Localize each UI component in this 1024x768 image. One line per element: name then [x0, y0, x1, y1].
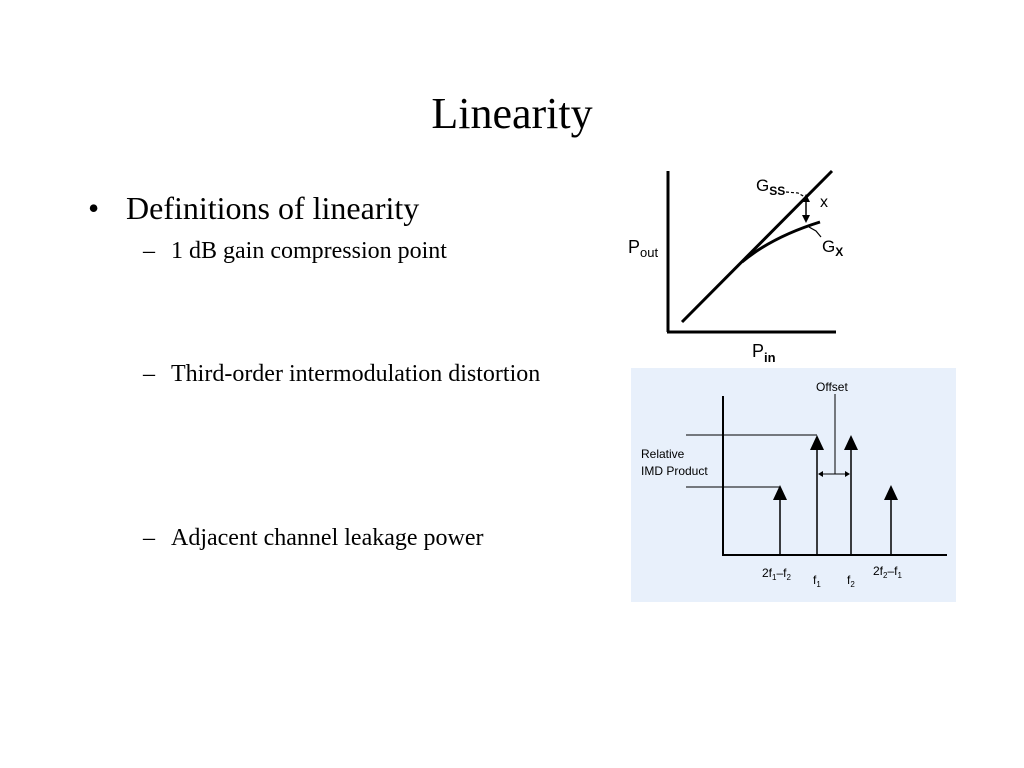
gain-compression-diagram: GSS x GX Pout Pin	[628, 169, 843, 365]
tick-f1: f1	[813, 573, 821, 589]
x-axis-label: Pin	[752, 341, 776, 365]
imd-low-arrow	[773, 485, 787, 500]
x-arrow-head-up	[802, 194, 810, 202]
tick-2f1-f2: 2f1–f2	[762, 566, 791, 582]
gss-label: GSS	[756, 176, 785, 198]
f1-arrow	[810, 435, 824, 450]
tick-f2: f2	[847, 573, 855, 589]
bullet-definitions: • Definitions of linearity	[88, 188, 419, 228]
sub-bullet-text: 1 dB gain compression point	[171, 238, 447, 264]
sub-bullet-text: Third-order intermodulation distortion	[171, 361, 541, 387]
offset-label: Offset	[816, 380, 848, 394]
bullet-marker: •	[88, 190, 100, 226]
sub-bullet-marker: –	[143, 238, 155, 264]
relative-label-line1: Relative	[641, 447, 685, 461]
tick-2f2-f1: 2f2–f1	[873, 564, 902, 580]
x-arrow-head-down	[802, 215, 810, 223]
bullet-text: Definitions of linearity	[126, 190, 420, 226]
sub-bullet-aclp: –Adjacent channel leakage power	[143, 523, 484, 553]
x-delta-label: x	[820, 194, 828, 211]
f2-arrow	[844, 435, 858, 450]
imd-high-arrow	[884, 485, 898, 500]
offset-arrow-right	[845, 471, 850, 477]
slide-title: Linearity	[431, 89, 593, 138]
gx-leader	[808, 226, 822, 238]
imd-spectrum-figure: Offset Relative IMD Product 2f1–f2 f1 f2…	[631, 368, 956, 602]
imd-spectrum-diagram: Offset Relative IMD Product 2f1–f2 f1 f2…	[631, 368, 956, 602]
gx-label: GX	[822, 237, 843, 259]
relative-label-line2: IMD Product	[641, 464, 708, 478]
imd-background	[631, 368, 956, 602]
gain-compression-figure: GSS x GX Pout Pin	[622, 165, 854, 370]
sub-bullet-marker: –	[143, 525, 155, 551]
sub-bullet-imd: –Third-order intermodulation distortion	[143, 359, 540, 389]
gx-curve	[741, 220, 821, 264]
sub-bullet-compression: –1 dB gain compression point	[143, 236, 447, 266]
y-axis-label: Pout	[628, 237, 658, 260]
sub-bullet-marker: –	[143, 361, 155, 387]
offset-arrow-left	[818, 471, 823, 477]
sub-bullet-text: Adjacent channel leakage power	[171, 525, 484, 551]
gss-leader	[785, 191, 806, 198]
